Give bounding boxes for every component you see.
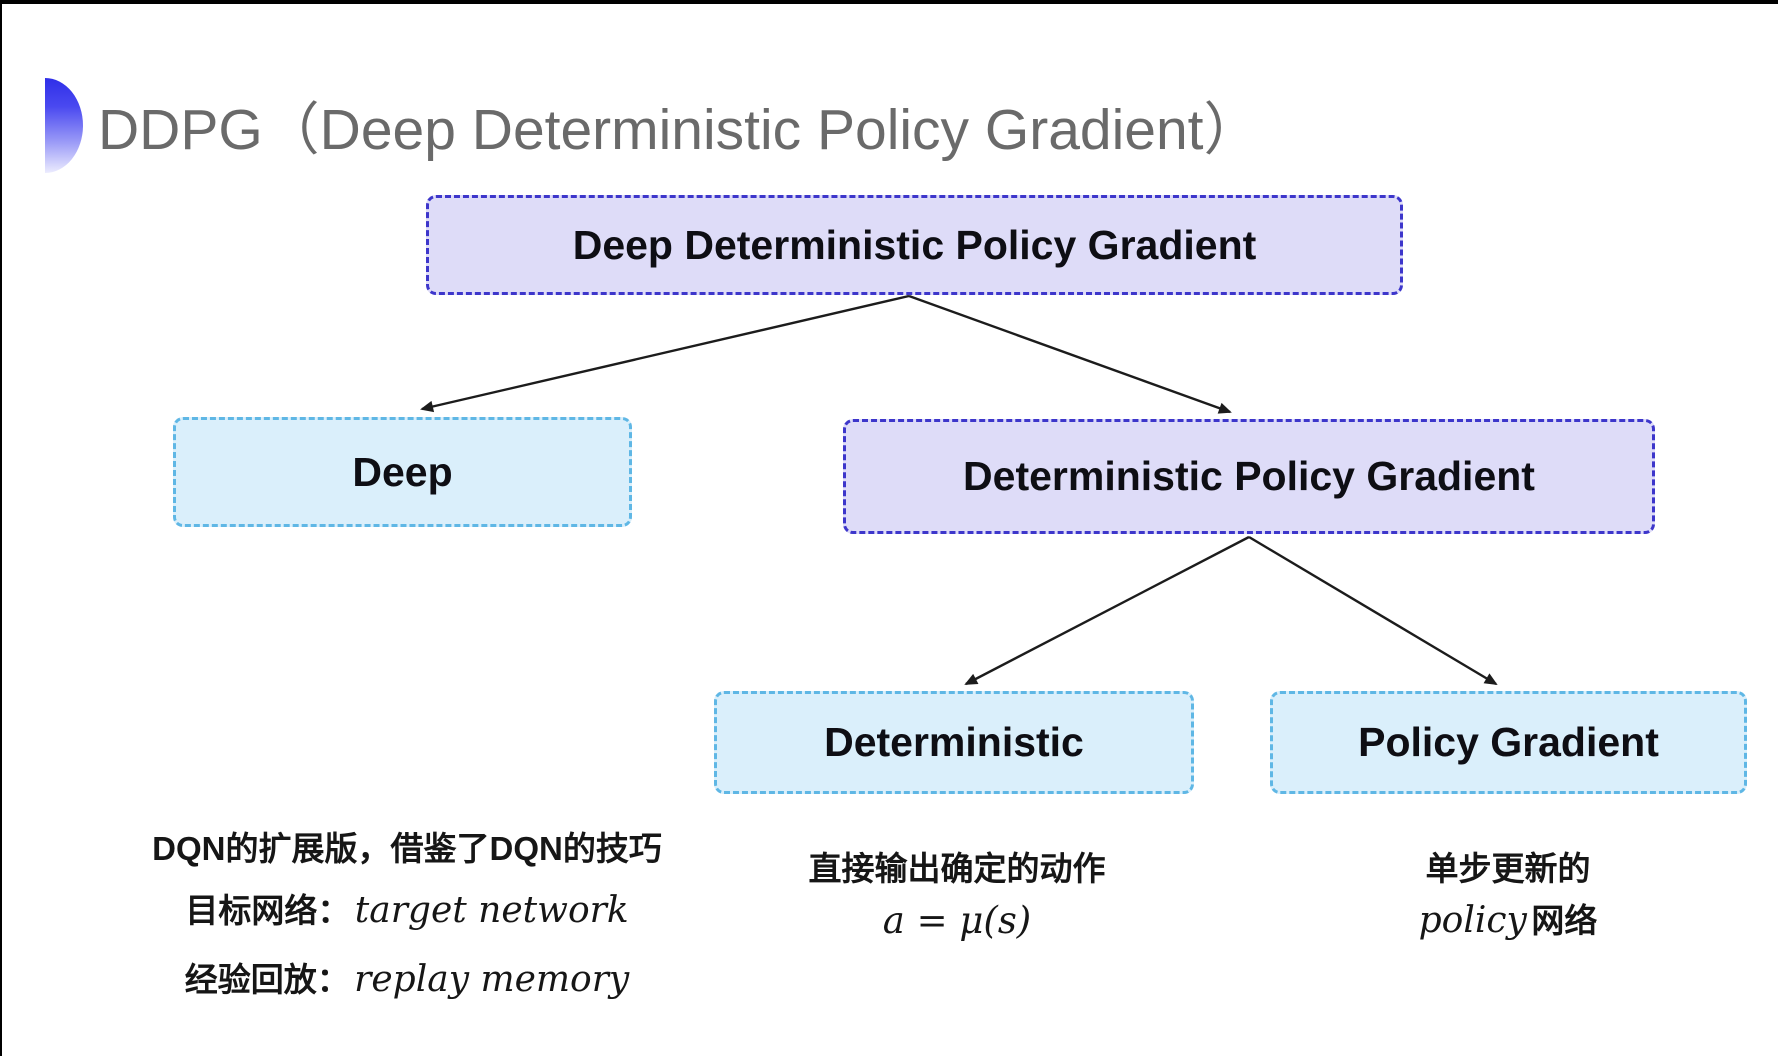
note-pg-line1: 单步更新的 bbox=[1425, 850, 1591, 887]
note-label: 经验回放： bbox=[184, 961, 350, 998]
node-label: Deterministic Policy Gradient bbox=[963, 453, 1535, 499]
arrow-root-to-deep bbox=[420, 294, 910, 413]
notes-policy-gradient: 单步更新的 policy 网络 bbox=[1308, 848, 1708, 949]
node-deep: Deep bbox=[173, 417, 632, 527]
node-deterministic: Deterministic bbox=[714, 691, 1194, 794]
page-title: DDPG（Deep Deterministic Policy Gradient） bbox=[98, 98, 1261, 162]
node-label: Policy Gradient bbox=[1358, 719, 1659, 765]
note-term: target network bbox=[354, 890, 629, 931]
note-pg-line2: policy 网络 bbox=[1308, 900, 1708, 949]
note-term: replay memory bbox=[354, 959, 630, 1000]
top-border-bar bbox=[0, 0, 1778, 4]
note-label: 目标网络： bbox=[185, 892, 351, 929]
notes-deep: DQN的扩展版，借鉴了DQN的技巧 目标网络： target network 经… bbox=[117, 828, 697, 1008]
note-deep-line3: 经验回放： replay memory bbox=[117, 959, 697, 1008]
node-ddpg-root: Deep Deterministic Policy Gradient bbox=[426, 195, 1403, 295]
node-label: Deep Deterministic Policy Gradient bbox=[572, 221, 1257, 268]
node-policy-gradient: Policy Gradient bbox=[1270, 691, 1747, 794]
node-label: Deterministic bbox=[824, 719, 1084, 765]
arrow-dpg-to-deterministic bbox=[964, 535, 1250, 686]
arrow-dpg-to-policy-gradient bbox=[1248, 535, 1498, 686]
note-det-line1: 直接输出确定的动作 bbox=[808, 850, 1106, 887]
notes-deterministic: 直接输出确定的动作 a = μ(s) bbox=[757, 848, 1157, 942]
note-term: policy bbox=[1418, 900, 1527, 941]
note-det-formula: a = μ(s) bbox=[882, 899, 1032, 942]
note-deep-line2: 目标网络： target network bbox=[117, 890, 697, 939]
left-border-bar bbox=[0, 0, 2, 1056]
node-label: Deep bbox=[352, 448, 453, 495]
node-deterministic-policy-gradient: Deterministic Policy Gradient bbox=[843, 419, 1655, 534]
note-label: 网络 bbox=[1531, 902, 1598, 939]
note-deep-line1: DQN的扩展版，借鉴了DQN的技巧 bbox=[152, 830, 662, 867]
arrow-root-to-dpg bbox=[908, 294, 1232, 414]
